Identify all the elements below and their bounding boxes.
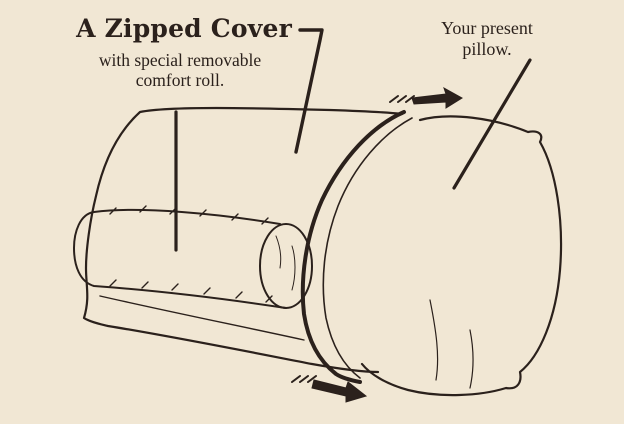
zip-arrow-bottom <box>291 375 368 403</box>
cover-subtitle-line-1: with special removable <box>98 50 262 70</box>
present-pillow-outline <box>360 115 563 397</box>
present-pillow-line-2: pillow. <box>462 39 512 59</box>
comfort-roll-end <box>259 223 313 309</box>
comfort-roll-wrinkles <box>275 235 296 291</box>
zip-arrow-top <box>389 86 463 109</box>
comfort-roll-stitch-bottom <box>109 279 273 303</box>
cover-title-label: A Zipped Cover <box>76 14 292 43</box>
cover-opening-edge <box>300 110 406 384</box>
title-leader-line <box>294 28 324 154</box>
comfort-roll-outline <box>73 208 287 309</box>
cover-subtitle-label: with special removable comfort roll. <box>60 50 300 90</box>
cover-bottom-seam <box>99 295 305 341</box>
present-pillow-fold <box>429 299 474 389</box>
cover-subtitle-line-2: comfort roll. <box>135 70 225 90</box>
present-pillow-line-1: Your present <box>441 18 533 38</box>
present-pillow-label: Your present pillow. <box>412 18 562 60</box>
comfort-roll-stitch-top <box>109 205 269 225</box>
pillow-leader-line <box>452 58 532 190</box>
cover-opening-inner <box>322 117 413 379</box>
